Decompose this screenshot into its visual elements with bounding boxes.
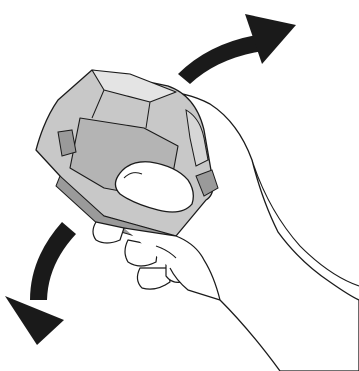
arrow-down-left-head bbox=[5, 296, 64, 345]
curved-arrow-down-left-icon bbox=[5, 222, 76, 345]
finger-ring bbox=[137, 268, 170, 289]
arrow-down-left-shaft bbox=[30, 222, 76, 300]
curved-arrow-up-right-icon bbox=[178, 14, 296, 84]
